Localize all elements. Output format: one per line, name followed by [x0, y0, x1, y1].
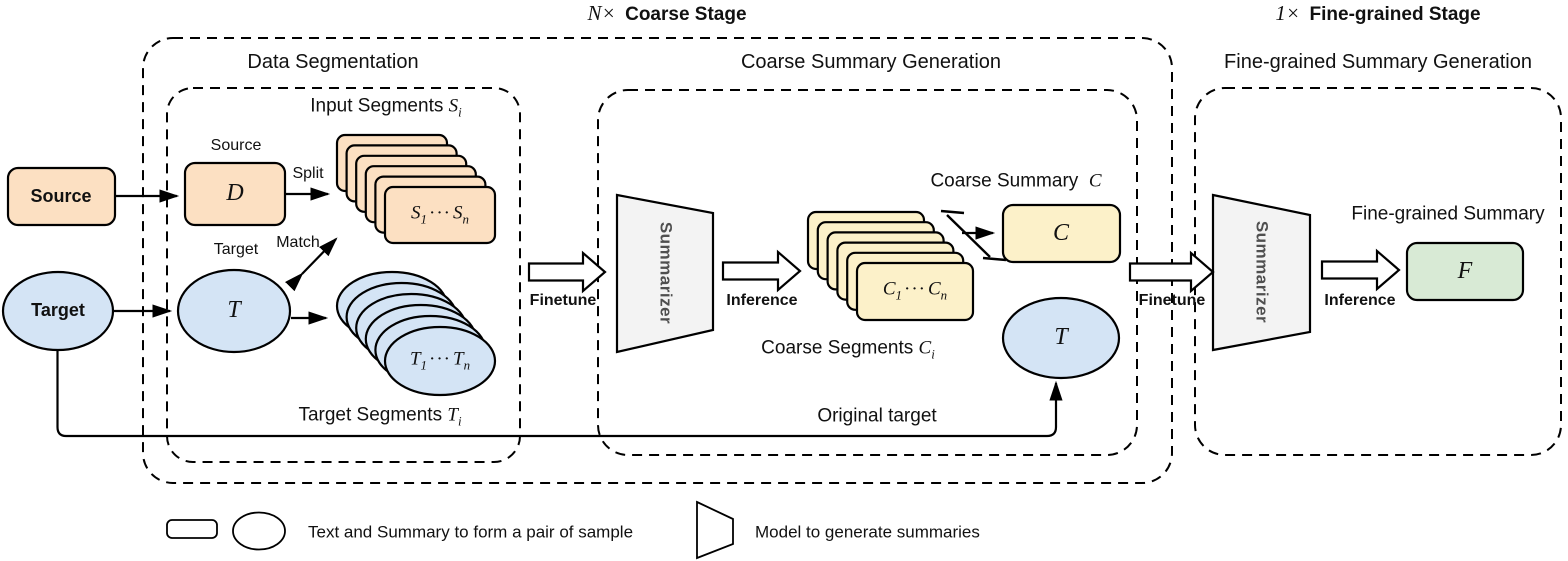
f-symbol: F: [1457, 257, 1473, 284]
data-segmentation-box: [166, 87, 521, 463]
inference-coarse-label: Inference: [726, 292, 798, 310]
collapse-slash-mark: [940, 209, 1007, 262]
t-symbol: T: [227, 296, 241, 323]
input-segments-label: Input Segments Si: [310, 95, 462, 120]
target-segments-stack: [335, 270, 497, 397]
summarizer-fine-trapezoid: [1211, 193, 1312, 352]
original-target-t-node: [1001, 296, 1121, 380]
fine-summary-label: Fine-grained Summary: [1351, 203, 1545, 225]
s-stack-label: S1···Sn: [411, 202, 469, 227]
finetune-fine-label: Finetune: [1138, 292, 1206, 310]
summarizer-coarse-label: Summarizer: [656, 221, 676, 325]
t-stack-label: T1···Tn: [409, 348, 471, 373]
finetune-coarse-label: Finetune: [529, 292, 597, 310]
data-segmentation-label: Data Segmentation: [247, 51, 419, 73]
coarse-segments-stack: [806, 210, 975, 322]
legend-rect-icon: [166, 519, 218, 539]
fine-stage-title: 1× Fine-grained Stage: [1275, 1, 1481, 26]
split-label: Split: [292, 165, 324, 183]
d-symbol: D: [226, 179, 244, 206]
coarse-summary-generation-label: Coarse Summary Generation: [740, 51, 1002, 73]
coarse-summary-label: Coarse Summary C: [930, 170, 1102, 192]
source-caption: Source: [210, 137, 262, 155]
target-t-node: [176, 268, 292, 354]
original-target-arrow: [56, 350, 1063, 438]
coarse-summary-c-node: [1001, 203, 1122, 264]
target-node-label: Target: [31, 300, 85, 321]
summarizer-coarse-trapezoid: [615, 193, 715, 354]
legend-ellipse-icon: [232, 511, 286, 551]
match-double-arrow: [285, 237, 338, 292]
coarse-stage-title: N× Coarse Stage: [587, 1, 747, 26]
c-stack-label: C1···Cn: [882, 278, 948, 303]
input-segments-stack: [335, 133, 497, 245]
legend-pair-label: Text and Summary to form a pair of sampl…: [308, 522, 634, 542]
target-segments-label: Target Segments Ti: [298, 404, 462, 429]
c-symbol: C: [1052, 219, 1070, 246]
finetune-fine-block-arrow: [1128, 250, 1215, 294]
fine-summary-generation-label: Fine-grained Summary Generation: [1224, 51, 1532, 73]
original-target-label: Original target: [817, 405, 937, 427]
finetune-coarse-block-arrow: [527, 250, 607, 294]
fine-summary-f-node: [1405, 241, 1525, 302]
legend-model-label: Model to generate summaries: [755, 522, 980, 542]
inference-coarse-block-arrow: [721, 249, 802, 293]
source-node-label: Source: [30, 186, 92, 207]
legend-trapezoid-icon: [696, 500, 734, 560]
summarizer-fine-label: Summarizer: [1252, 220, 1272, 324]
inference-fine-block-arrow: [1320, 248, 1401, 292]
inference-fine-label: Inference: [1324, 292, 1396, 310]
coarse-stage-box: [142, 37, 1173, 484]
target-caption: Target: [213, 241, 259, 259]
match-label: Match: [276, 234, 320, 252]
t-original-symbol: T: [1054, 323, 1068, 350]
coarse-segments-label: Coarse Segments Ci: [761, 337, 935, 362]
